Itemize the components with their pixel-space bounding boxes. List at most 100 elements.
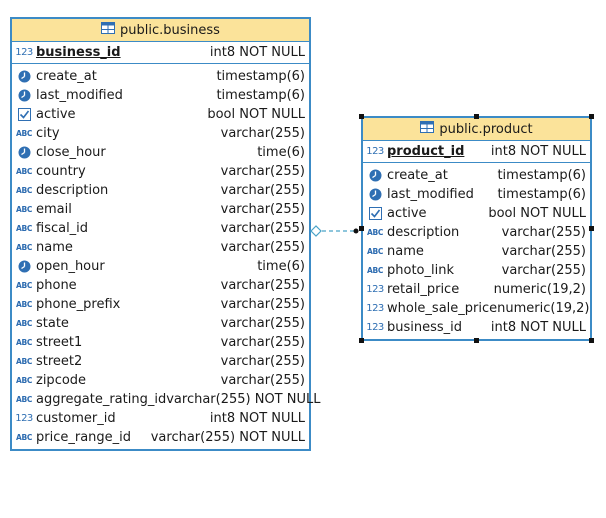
selection-handle-top-right[interactable] — [589, 114, 594, 119]
column-type: varchar(255) — [220, 183, 305, 198]
numeric-type-icon: 123 — [15, 47, 33, 58]
column-name: customer_id — [36, 411, 116, 426]
text-type-icon: ABC — [15, 319, 33, 328]
column-type: bool NOT NULL — [488, 206, 586, 221]
selection-handle-bottom-center[interactable] — [474, 338, 479, 343]
column-type: timestamp(6) — [497, 168, 586, 183]
selection-handle-top-left[interactable] — [359, 114, 364, 119]
column-type: varchar(255) — [220, 354, 305, 369]
column-name: aggregate_rating_id — [36, 392, 167, 407]
column-type: int8 NOT NULL — [209, 411, 305, 426]
column-name: create_at — [36, 69, 97, 84]
text-type-icon: ABC — [15, 205, 33, 214]
column-type: varchar(255) NOT NULL — [166, 392, 321, 407]
product-entity-header[interactable]: public.product — [363, 118, 590, 141]
text-type-icon: ABC — [15, 433, 33, 442]
column-type: timestamp(6) — [216, 69, 305, 84]
business-entity-header[interactable]: public.business — [12, 19, 309, 42]
selection-handle-bottom-left[interactable] — [359, 338, 364, 343]
table-icon — [101, 22, 116, 38]
text-type-icon: ABC — [15, 338, 33, 347]
column-name: fiscal_id — [36, 221, 89, 236]
clock-icon — [367, 169, 383, 183]
column-name: retail_price — [387, 282, 460, 297]
column-name: country — [36, 164, 86, 179]
clock-icon — [367, 188, 383, 202]
column-name: price_range_id — [36, 430, 132, 445]
selection-handle-middle-right[interactable] — [589, 226, 594, 231]
column-row-create-at[interactable]: create_at timestamp(6) — [363, 166, 590, 185]
text-type-icon: ABC — [15, 376, 33, 385]
column-name: state — [36, 316, 69, 331]
clock-icon — [16, 146, 32, 160]
column-name: active — [36, 107, 76, 122]
column-type: int8 NOT NULL — [490, 144, 586, 159]
numeric-type-icon: 123 — [15, 413, 33, 424]
column-type: varchar(255) — [220, 297, 305, 312]
column-name: product_id — [387, 144, 465, 159]
column-name: create_at — [387, 168, 448, 183]
text-type-icon: ABC — [15, 224, 33, 233]
text-type-icon: ABC — [15, 186, 33, 195]
text-type-icon: ABC — [366, 228, 384, 237]
column-row-create-at[interactable]: create_at timestamp(6) — [12, 67, 309, 86]
selection-handle-middle-left[interactable] — [359, 226, 364, 231]
text-type-icon: ABC — [15, 395, 33, 404]
business-entity-title: public.business — [120, 22, 220, 38]
numeric-type-icon: 123 — [366, 146, 384, 157]
column-type: varchar(255) — [220, 316, 305, 331]
selection-handle-bottom-right[interactable] — [589, 338, 594, 343]
column-type: varchar(255) — [220, 335, 305, 350]
selection-handle-top-center[interactable] — [474, 114, 479, 119]
column-type: timestamp(6) — [216, 88, 305, 103]
text-type-icon: ABC — [15, 167, 33, 176]
column-type: varchar(255) — [220, 126, 305, 141]
column-name: phone — [36, 278, 77, 293]
text-type-icon: ABC — [15, 281, 33, 290]
column-name: business_id — [36, 45, 121, 60]
column-type: int8 NOT NULL — [490, 320, 586, 335]
column-type: varchar(255) — [501, 244, 586, 259]
column-type: timestamp(6) — [497, 187, 586, 202]
column-name: active — [387, 206, 427, 221]
column-type: time(6) — [257, 145, 305, 160]
column-type: varchar(255) NOT NULL — [150, 430, 305, 445]
column-type: varchar(255) — [220, 373, 305, 388]
checkbox-icon — [16, 108, 32, 122]
column-row-active[interactable]: active bool NOT NULL — [363, 204, 590, 223]
text-type-icon: ABC — [15, 357, 33, 366]
